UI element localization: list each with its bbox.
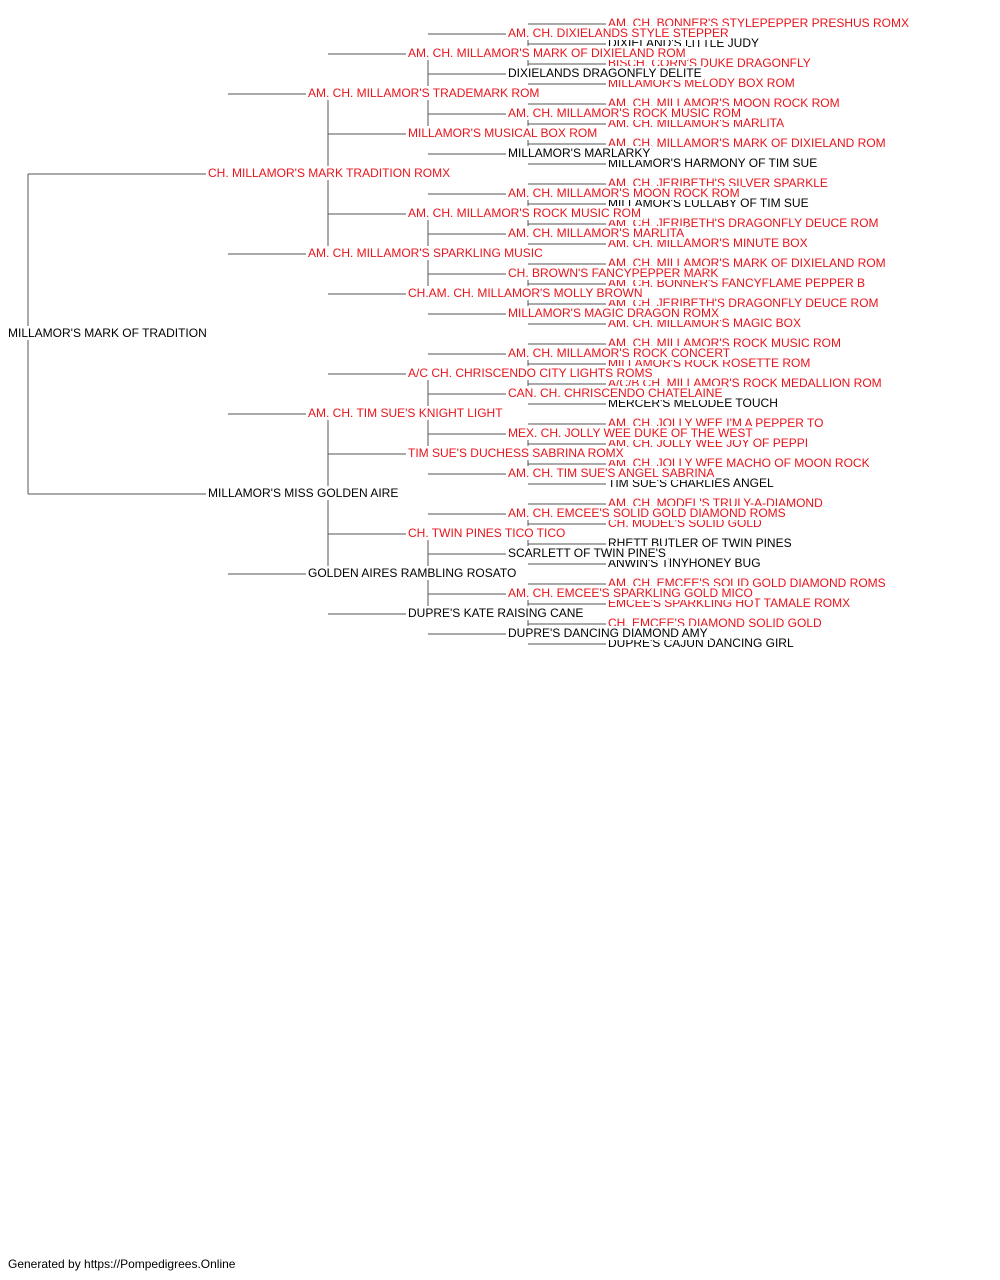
ancestor-name: AM. CH. MILLAMOR'S ROCK MUSIC ROM (508, 106, 743, 120)
ancestor-name: CH.AM. CH. MILLAMOR'S MOLLY BROWN (408, 286, 645, 300)
subject-dog-name: MILLAMOR'S MARK OF TRADITION (8, 326, 209, 340)
ancestor-name: MILLAMOR'S MARLARKY (508, 146, 653, 160)
ancestor-name: MILLAMOR'S MUSICAL BOX ROM (408, 126, 600, 140)
ancestor-name: MEX. CH. JOLLY WEE DUKE OF THE WEST (508, 426, 755, 440)
ancestor-name: SCARLETT OF TWIN PINE'S (508, 546, 668, 560)
ancestor-name: AM. CH. MILLAMOR'S SPARKLING MUSIC (308, 246, 545, 260)
ancestor-name: DUPRE'S DANCING DIAMOND AMY (508, 626, 710, 640)
ancestor-name: TIM SUE'S DUCHESS SABRINA ROMX (408, 446, 626, 460)
ancestor-name: AM. CH. MILLAMOR'S ROCK MUSIC ROM (408, 206, 643, 220)
ancestor-name: AM. CH. MILLAMOR'S MOON ROCK ROM (508, 186, 742, 200)
generated-by-footer: Generated by https://Pompedigrees.Online (8, 1257, 236, 1271)
ancestor-name: AM. CH. MILLAMOR'S MARK OF DIXIELAND ROM (408, 46, 688, 60)
ancestor-name: MILLAMOR'S MISS GOLDEN AIRE (208, 486, 401, 500)
ancestor-name: DUPRE'S KATE RAISING CANE (408, 606, 586, 620)
ancestor-name: A/C CH. CHRISCENDO CITY LIGHTS ROMS (408, 366, 655, 380)
ancestor-name: CH. BROWN'S FANCYPEPPER MARK (508, 266, 721, 280)
ancestor-name: CH. TWIN PINES TICO TICO (408, 526, 568, 540)
ancestor-name: AM. CH. MILLAMOR'S ROCK CONCERT (508, 346, 733, 360)
ancestor-name: AM. CH. EMCEE'S SOLID GOLD DIAMOND ROMS (508, 506, 788, 520)
ancestor-name: MILLAMOR'S MAGIC DRAGON ROMX (508, 306, 721, 320)
ancestor-name: CH. MILLAMOR'S MARK TRADITION ROMX (208, 166, 453, 180)
ancestor-name: AM. CH. MILLAMOR'S MARK OF DIXIELAND ROM (608, 136, 888, 150)
ancestor-name: AM. CH. TIM SUE'S KNIGHT LIGHT (308, 406, 505, 420)
ancestor-name: MILLAMOR'S HARMONY OF TIM SUE (608, 156, 820, 170)
ancestor-name: AM. CH. TIM SUE'S ANGEL SABRINA (508, 466, 717, 480)
ancestor-name: AM. CH. EMCEE'S SPARKLING GOLD MICO (508, 586, 755, 600)
ancestor-name: GOLDEN AIRES RAMBLING ROSATO (308, 566, 519, 580)
ancestor-name: AM. CH. DIXIELANDS STYLE STEPPER (508, 26, 731, 40)
ancestor-name: CAN. CH. CHRISCENDO CHATELAINE (508, 386, 725, 400)
ancestor-name: AM. CH. MILLAMOR'S TRADEMARK ROM (308, 86, 542, 100)
ancestor-name: AM. CH. MILLAMOR'S MARLITA (508, 226, 687, 240)
ancestor-name: DIXIELANDS DRAGONFLY DELITE (508, 66, 704, 80)
